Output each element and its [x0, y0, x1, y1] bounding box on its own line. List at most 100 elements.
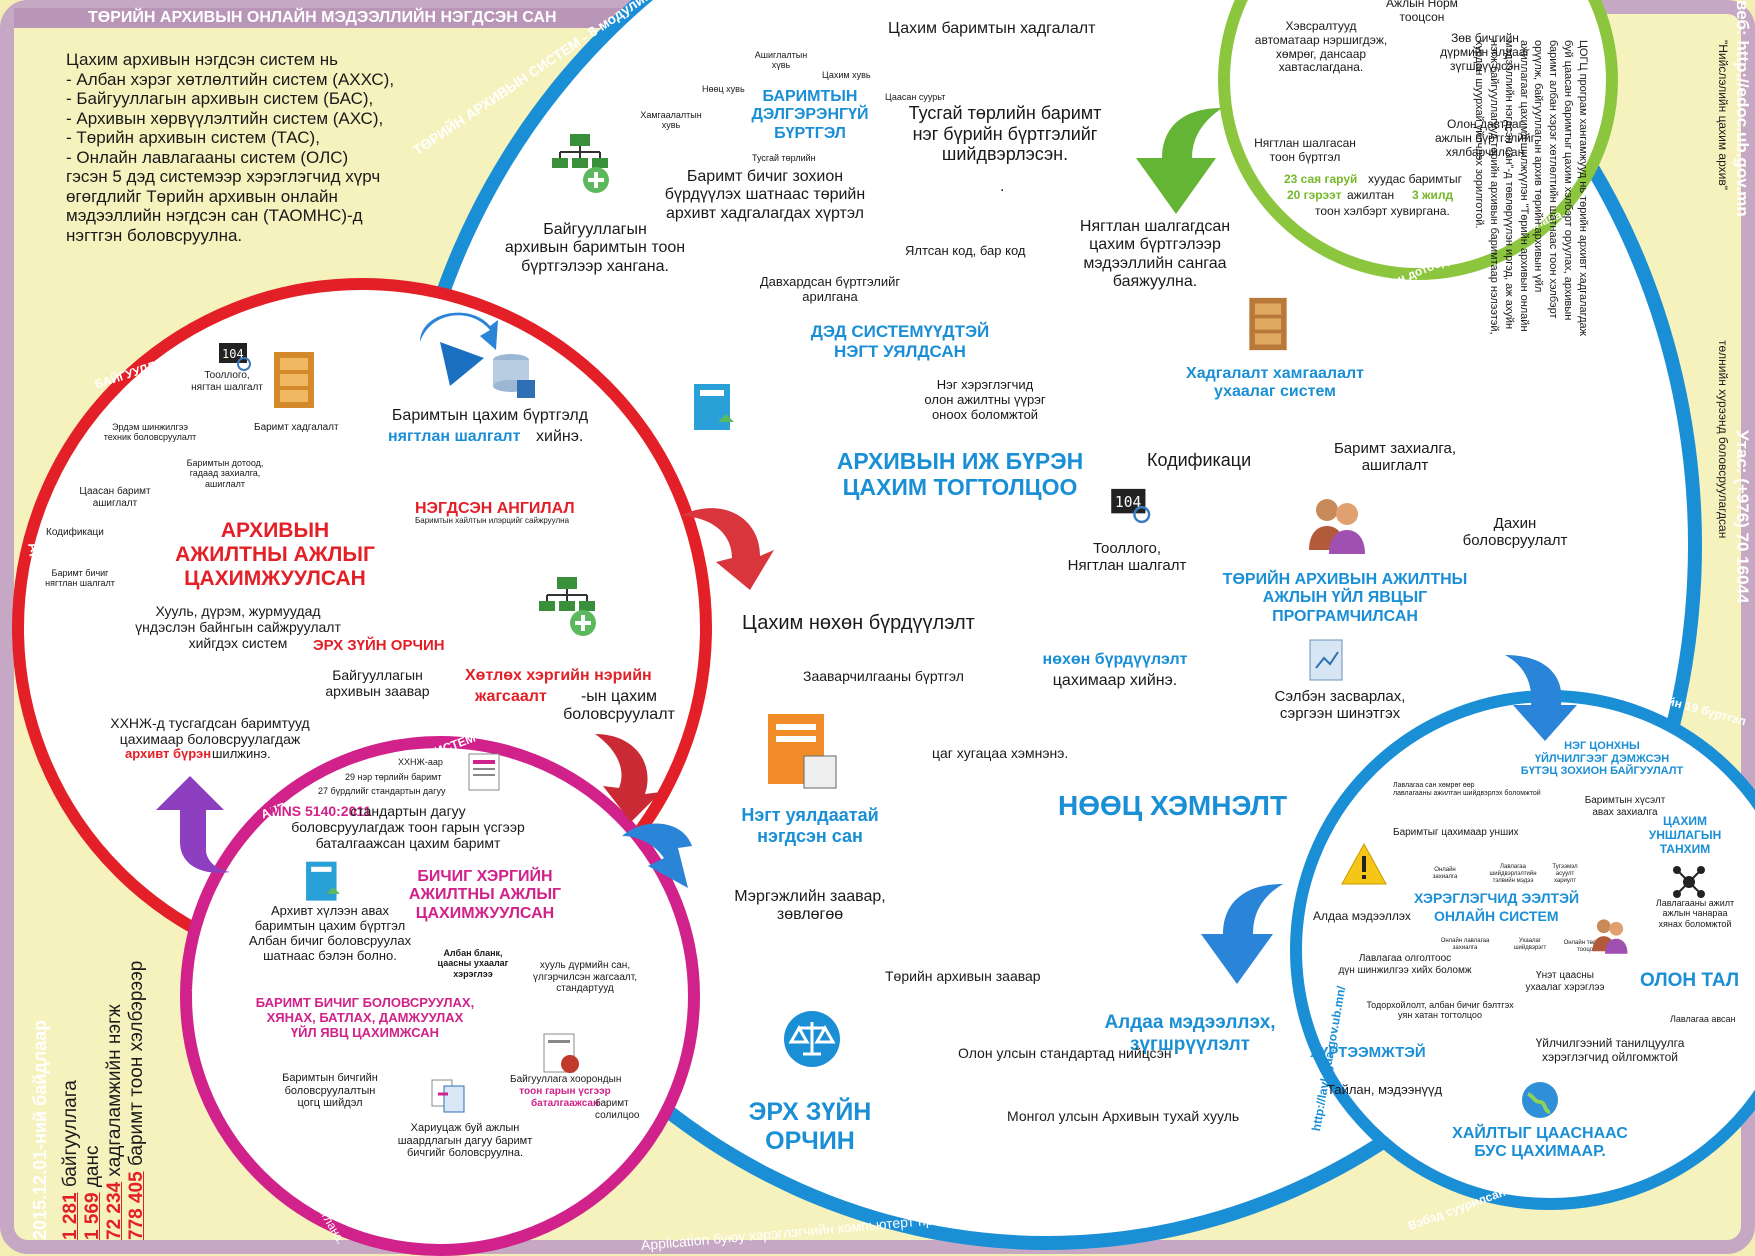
- stat-row: 1 569 данс: [82, 961, 104, 1240]
- ahhs-l29: 29 нэр төрлийн баримт: [345, 772, 442, 782]
- bas-hotlolt-b: жагсаалт: [475, 688, 547, 705]
- users-icon: [1592, 919, 1628, 954]
- transfer-icon: [431, 1079, 465, 1113]
- svg-text:104: 104: [222, 347, 244, 361]
- globe-icon: [1522, 1082, 1558, 1118]
- notebook-icon: [768, 714, 837, 789]
- bas-digital-reg: Баримтын цахим бүртгэлд: [391, 407, 589, 424]
- ols-olon-tal: ОЛОН ТАЛ: [1640, 970, 1740, 991]
- sub-title: ДЭД СИСТЕМҮҮДТЭЙ НЭГТ УЯЛДСАН: [810, 322, 990, 361]
- storage-sys: Хадгалалт хамгаалалт ухаалаг систем: [1186, 365, 1364, 401]
- top-banner: ТӨРИЙН АРХИВЫН ОНЛАЙН МЭДЭЭЛЛИЙН НЭГДСЭН…: [14, 8, 634, 28]
- ols-tailan: Тайлан, мэдээнүүд: [1327, 1082, 1443, 1097]
- bas-digital-reg-c: хийнэ.: [536, 428, 584, 445]
- tsag: цаг хугацаа хэмнэнэ.: [932, 745, 1069, 761]
- davhardsan: Давхардсан бүртгэлийг арилгана: [759, 274, 901, 304]
- ahs-stat-e: 3 жилд: [1412, 188, 1454, 202]
- ahhs-huul: хууль дүрмийн сан, үлгэрчилсэн жагсаалт,…: [533, 960, 637, 994]
- stat-num: 1 569: [82, 1192, 103, 1240]
- arrow-down-icon: [420, 312, 498, 386]
- bas-toollogo: Тооллого, нягтан шалгалт: [191, 370, 263, 393]
- ols-unet: Үнэт цаасны ухаалаг хэрэглээ: [1525, 970, 1605, 993]
- bas-baig-zaavar: Байгууллагын архивын заавар: [325, 667, 430, 700]
- yaltsan-code: Ялтсан код, бар код: [905, 243, 1026, 258]
- ols-hurtee: ХҮРТЭЭМЖТЭЙ: [1310, 1044, 1426, 1061]
- ols-hvsel: Баримтын хүсэлт авах захиалга: [1584, 795, 1666, 818]
- ols-online-lav: Онлайн лавлагаа захиалга: [1440, 938, 1490, 951]
- nokhon-a: нөхөн бүрдүүлэлт: [1042, 651, 1188, 668]
- dlg-label-2: Цахим хувь: [822, 70, 871, 80]
- dlg-label-3: Нөөц хувь: [702, 84, 745, 94]
- cabinet-icon: [1249, 297, 1287, 351]
- baig-to-state: Баримт бичиг зохион бүрдүүлэх шатнаас тө…: [664, 168, 866, 222]
- intro-text: Цахим архивын нэгдсэн систем нь - Албан …: [66, 50, 395, 245]
- stat-num: 778 405: [126, 1171, 147, 1240]
- bas-digital-reg-b: нягтлан шалгалт: [388, 428, 521, 445]
- ahhs-blank: Албан бланк, цаасны ухаалаг хэрэглээ: [437, 948, 509, 979]
- main-title: АРХИВЫН ИЖ БҮРЭН ЦАХИМ ТОГТОЛЦОО: [836, 448, 1084, 501]
- baig-reg: Байгууллагын архивын баримтын тоон бүртг…: [504, 221, 686, 275]
- ols-lav-work: Лавлагааны ажилт ажлын чанараа хянах бол…: [1655, 898, 1735, 929]
- ols-tanhim: ЦАХИМ УНШЛАГЫН ТАНХИМ: [1648, 814, 1722, 856]
- dlg-label-4: Хамгаалалтын хувь: [640, 110, 702, 131]
- ols-service: Үйлчилгээний танилцуулга хэрэглэгчид ойл…: [1535, 1036, 1685, 1064]
- aldaa-title: Алдаа мэдээллэх, зүгшрүүлэлт: [1104, 1012, 1276, 1055]
- network-icon: [1673, 866, 1705, 898]
- bas-dotood: Баримтын дотоод, гадаад захиалга, ашигла…: [186, 458, 264, 489]
- special-reg: Тусгай төрлийн баримт нэг бүрийн бүртгэл…: [908, 103, 1102, 165]
- ols-online-z: Онлайн захиалга: [1432, 867, 1458, 880]
- kodifikats: Кодификаци: [1147, 450, 1252, 470]
- stat-num: 72 234: [104, 1181, 125, 1240]
- olon-uls: Олон улсын стандартад нийцсэн: [958, 1045, 1172, 1061]
- mergejil: Мэргэжлийн заавар, зөвлөгөө: [734, 888, 886, 924]
- ahhs-flow: Баримтын бичгийн боловсруулалтын цогц ши…: [282, 1072, 378, 1110]
- stat-row: 72 234 хадгаламжийн нэгж: [104, 961, 126, 1240]
- counter-icon: 104: [1111, 488, 1151, 524]
- ahs-stat-b: хуудас баримтыг: [1368, 172, 1463, 186]
- ols-tugs: Тугээмэл асуулт хариулт: [1552, 864, 1578, 884]
- right-url-top[interactable]: веб: http://edoc.ub.gov.mn: [1733, 0, 1752, 217]
- ahs-olon: Олон давтдаг ажлын бүртгэлийг хялбарчилс…: [1434, 117, 1536, 159]
- ols-lav-olgolt: Лавлагаа олголтоос дүн шинжилгээ хийх бо…: [1338, 953, 1472, 976]
- erh-zuin: ЭРХ ЗҮЙН ОРЧИН: [748, 1098, 872, 1155]
- ahhs-hhnj: ХХНЖ-аар: [398, 757, 443, 767]
- ahs-stat-d: ажилтан: [1347, 188, 1395, 202]
- ols-todor: Тодорхойлолт, албан бичиг бэлтгэх уян ха…: [1366, 1000, 1514, 1021]
- bas-hadgalalt: Баримт хадгалалт: [254, 422, 339, 433]
- arrow-down-icon: [1505, 655, 1577, 741]
- arrow-down-icon: [595, 734, 661, 822]
- toriin-zaavar: Төрийн архивын заавар: [885, 968, 1041, 984]
- dlg-label-6: Цаасан суурьт: [885, 92, 946, 102]
- ahhs-process: БАРИМТ БИЧИГ БОЛОВСРУУЛАХ, ХЯНАХ, БАТЛАХ…: [255, 995, 475, 1040]
- staff-prog: ТӨРИЙН АРХИВЫН АЖИЛТНЫ АЖЛЫН ҮЙЛ ЯВЦЫГ П…: [1222, 571, 1468, 625]
- ahhs-ring: [180, 736, 700, 1256]
- stat-label: баримт тоон хэлбэрээр: [126, 960, 147, 1172]
- bas-hhnj-b: архивт бүрэн: [125, 746, 212, 761]
- stats-date: 2015.12.01-ний байдлаар: [30, 1019, 50, 1240]
- cabinet-icon: [274, 352, 314, 408]
- ahhs-l27: 27 бүрдлийг стандартын дагуу: [318, 786, 446, 796]
- ols-lav-a: Лавлагаа шийдвэрлэлтийн тэлвийн мэдээ: [1489, 864, 1537, 884]
- org-chart-icon: [539, 577, 596, 636]
- ols-uhaalag-shi: Ухаалаг шийдвэрэгт: [1513, 938, 1547, 951]
- right-quote-body: ЦОГЦ програм хангамжууд нь төрийн архивт…: [1473, 40, 1589, 337]
- dahin: Дахин боловсруулалт: [1462, 515, 1568, 550]
- ahs-hevs: Хэвсралтууд автоматаар нэршигдэж, хөмрөг…: [1254, 19, 1388, 75]
- ols-search: ХАЙЛТЫГ ЦААСНААС БУС ЦАХИМААР.: [1452, 1125, 1628, 1161]
- ols-one-window: НЭГ ЦОНХНЫ ҮЙЛЧИЛГЭЭГ ДЭМЖСЭН БҮТЭЦ ЗОХИ…: [1520, 740, 1684, 778]
- nokhon-b: цахимаар хийнэ.: [1052, 672, 1178, 689]
- ahs-stat-f: тоон хэлбэрт хувиргана.: [1315, 204, 1450, 218]
- dlg-label-5: Тусгай төрлийн: [752, 153, 816, 163]
- barimt-zahialga: Баримт захиалга, ашиглалт: [1333, 440, 1457, 475]
- bas-negdsen-sub: Баримтын хайлтын илэрцийг сайжруулна: [415, 516, 570, 525]
- center-dot: .: [1000, 178, 1005, 195]
- chart-doc-icon: [1309, 639, 1343, 681]
- ahhs-between-b: тоон гарын үсгээр баталгаажсан: [519, 1086, 611, 1109]
- dlg-label-1: Ашиглалтын хүвь: [754, 50, 808, 71]
- bas-kodifikats: Кодификаци: [46, 527, 104, 538]
- ahhs-between: Байгууллага хоорондын: [510, 1074, 622, 1085]
- right-quote-tail: төлнийн хурээнд боловсруулагдсан: [1716, 340, 1730, 539]
- storage-top: Цахим баримтын хадгалалт: [888, 20, 1096, 37]
- bas-hhnj: ХХНЖ-д тусгагдсан баримтууд цахимаар бол…: [110, 715, 310, 748]
- counter-icon: 104: [219, 343, 251, 371]
